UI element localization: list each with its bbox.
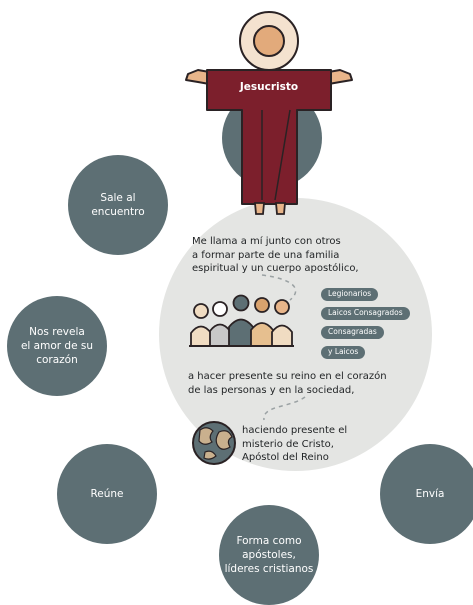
- jesus-label: Jesucristo: [239, 81, 299, 93]
- circle-sale-al-encuentro: Sale al encuentro: [68, 155, 168, 255]
- circle-forma-como-apostoles: Forma como apóstoles, líderes cristianos: [219, 505, 319, 605]
- circle-label: Forma como apóstoles, líderes cristianos: [224, 535, 314, 575]
- text-top: Me llama a mí junto con otros a formar p…: [192, 236, 359, 274]
- tag-y-laicos: y Laicos: [321, 346, 366, 359]
- circle-label: Sale al encuentro: [91, 192, 145, 218]
- tag-laicos-consagrados: Laicos Consagrados: [321, 307, 410, 320]
- tag-consagradas: Consagradas: [321, 326, 384, 339]
- circle-label: Reúne: [90, 488, 124, 500]
- circle-nos-revela: Nos revela el amor de su corazón: [7, 296, 107, 396]
- text-bottom: haciendo presente el misterio de Cristo,…: [242, 425, 348, 463]
- circle-label: Envía: [415, 488, 445, 500]
- circle-reune: Reúne: [57, 444, 157, 544]
- circle-label: Nos revela el amor de su corazón: [20, 326, 94, 366]
- text-middle: a hacer presente su reino en el corazón …: [188, 371, 387, 396]
- tag-legionarios: Legionarios: [321, 288, 379, 301]
- circle-envia: Envía: [380, 444, 473, 544]
